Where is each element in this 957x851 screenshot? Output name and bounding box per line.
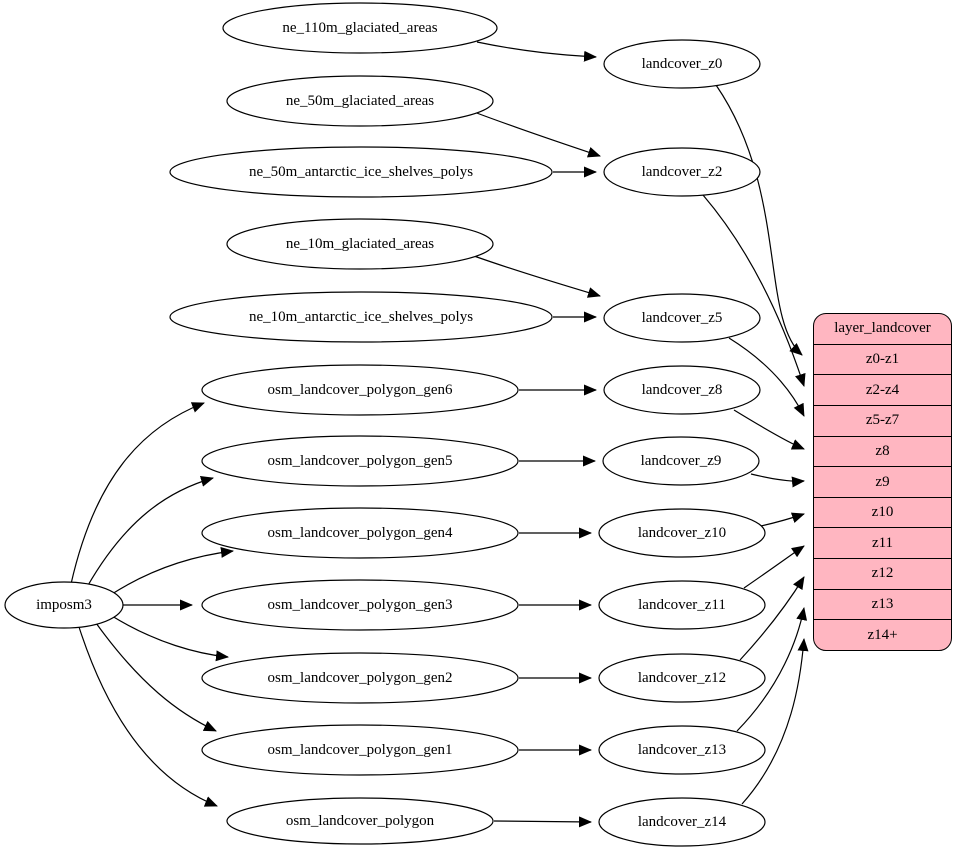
edge-polygon-to-z14 — [493, 816, 592, 828]
node-label: osm_landcover_polygon_gen6 — [268, 382, 453, 398]
edge-ne110m-to-z0 — [476, 41, 597, 62]
node-label: ne_50m_antarctic_ice_shelves_polys — [249, 164, 473, 180]
edge-z12-to-row-z12 — [739, 576, 805, 661]
table-row-z11: z11 — [814, 527, 951, 558]
node-osm-landcover-polygon-gen3: osm_landcover_polygon_gen3 — [201, 579, 519, 631]
table-row-z13: z13 — [814, 588, 951, 620]
node-landcover-z12: landcover_z12 — [598, 653, 766, 703]
node-label: landcover_z11 — [638, 597, 726, 613]
table-row-z0-z1: z0-z1 — [814, 343, 951, 375]
node-label: landcover_z14 — [638, 814, 727, 830]
node-landcover-z2: landcover_z2 — [603, 147, 761, 197]
edge-ne50m-glaciated-to-z2 — [473, 111, 601, 158]
node-label: ne_10m_glaciated_areas — [286, 236, 434, 252]
table-row-z12: z12 — [814, 558, 951, 589]
node-label: osm_landcover_polygon_gen1 — [268, 742, 453, 758]
edge-z13-to-row-z13 — [736, 607, 808, 732]
edge-z10-to-row-z10 — [760, 512, 805, 527]
edge-z0-to-row-z0-z1 — [715, 84, 803, 356]
edge-ne10m-glaciated-to-z5 — [473, 255, 601, 298]
node-label: landcover_z9 — [641, 453, 722, 469]
edge-group — [70, 41, 809, 828]
node-ne-110m-glaciated-areas: ne_110m_glaciated_areas — [222, 2, 498, 54]
node-osm-landcover-polygon-gen1: osm_landcover_polygon_gen1 — [201, 724, 519, 776]
layer-landcover-table: layer_landcover z0-z1 z2-z4 z5-z7 z8 z9 … — [813, 313, 952, 651]
node-label: landcover_z12 — [638, 670, 726, 686]
node-imposm3: imposm3 — [4, 581, 124, 629]
node-label: osm_landcover_polygon_gen3 — [268, 597, 453, 613]
node-label: landcover_z5 — [642, 310, 723, 326]
node-label: ne_110m_glaciated_areas — [282, 20, 437, 36]
node-label: osm_landcover_polygon_gen5 — [268, 453, 453, 469]
node-landcover-z10: landcover_z10 — [598, 508, 766, 558]
node-ne-10m-antarctic-ice-shelves-polys: ne_10m_antarctic_ice_shelves_polys — [169, 291, 553, 343]
edge-z14-to-row-z14plus — [741, 638, 809, 805]
node-osm-landcover-polygon-gen2: osm_landcover_polygon_gen2 — [201, 652, 519, 704]
node-label: landcover_z10 — [638, 525, 726, 541]
table-row-z5-z7: z5-z7 — [814, 404, 951, 436]
node-ne-50m-glaciated-areas: ne_50m_glaciated_areas — [226, 75, 494, 127]
node-landcover-z5: landcover_z5 — [603, 293, 761, 343]
edge-z11-to-row-z11 — [743, 545, 805, 589]
node-label: osm_landcover_polygon_gen2 — [268, 670, 453, 686]
node-label: landcover_z13 — [638, 742, 726, 758]
node-osm-landcover-polygon-gen4: osm_landcover_polygon_gen4 — [201, 507, 519, 559]
node-imposm3-label: imposm3 — [36, 597, 92, 613]
node-label: landcover_z0 — [642, 56, 723, 72]
edge-z9-to-row-z9 — [750, 473, 805, 488]
table-row-z10: z10 — [814, 496, 951, 528]
edge-imposm3-to-gen5 — [86, 476, 214, 588]
node-landcover-z13: landcover_z13 — [598, 725, 766, 775]
node-osm-landcover-polygon: osm_landcover_polygon — [226, 797, 494, 845]
node-label: landcover_z2 — [642, 164, 723, 180]
edge-z5-to-row-z5-z7 — [728, 337, 805, 417]
edge-imposm3-to-polygon — [78, 626, 218, 807]
node-landcover-z0: landcover_z0 — [603, 39, 761, 89]
node-landcover-z9: landcover_z9 — [602, 436, 760, 486]
node-ne-10m-glaciated-areas: ne_10m_glaciated_areas — [226, 218, 494, 270]
table-row-z2-z4: z2-z4 — [814, 374, 951, 405]
node-label: osm_landcover_polygon_gen4 — [268, 525, 453, 541]
node-osm-landcover-polygon-gen6: osm_landcover_polygon_gen6 — [201, 364, 519, 416]
table-row-z14plus: z14+ — [814, 619, 951, 650]
node-label: ne_50m_glaciated_areas — [286, 93, 434, 109]
node-label: ne_10m_antarctic_ice_shelves_polys — [249, 309, 473, 325]
edge-z8-to-row-z8 — [733, 409, 805, 450]
node-landcover-z8: landcover_z8 — [603, 365, 761, 415]
edge-imposm3-to-gen2 — [111, 615, 229, 662]
node-landcover-z14: landcover_z14 — [598, 797, 766, 847]
node-landcover-z11: landcover_z11 — [598, 580, 766, 630]
edge-imposm3-to-gen1 — [95, 622, 217, 732]
edge-imposm3-to-gen6 — [70, 402, 205, 585]
table-row-z8: z8 — [814, 435, 951, 467]
edge-imposm3-to-gen4 — [111, 546, 234, 595]
node-label: landcover_z8 — [642, 382, 723, 398]
edge-z2-to-row-z2-z4 — [702, 194, 806, 387]
table-row-z9: z9 — [814, 466, 951, 497]
table-title: layer_landcover — [834, 320, 931, 337]
node-ne-50m-antarctic-ice-shelves-polys: ne_50m_antarctic_ice_shelves_polys — [169, 146, 553, 198]
node-label: osm_landcover_polygon — [286, 813, 435, 829]
node-osm-landcover-polygon-gen5: osm_landcover_polygon_gen5 — [201, 435, 519, 487]
